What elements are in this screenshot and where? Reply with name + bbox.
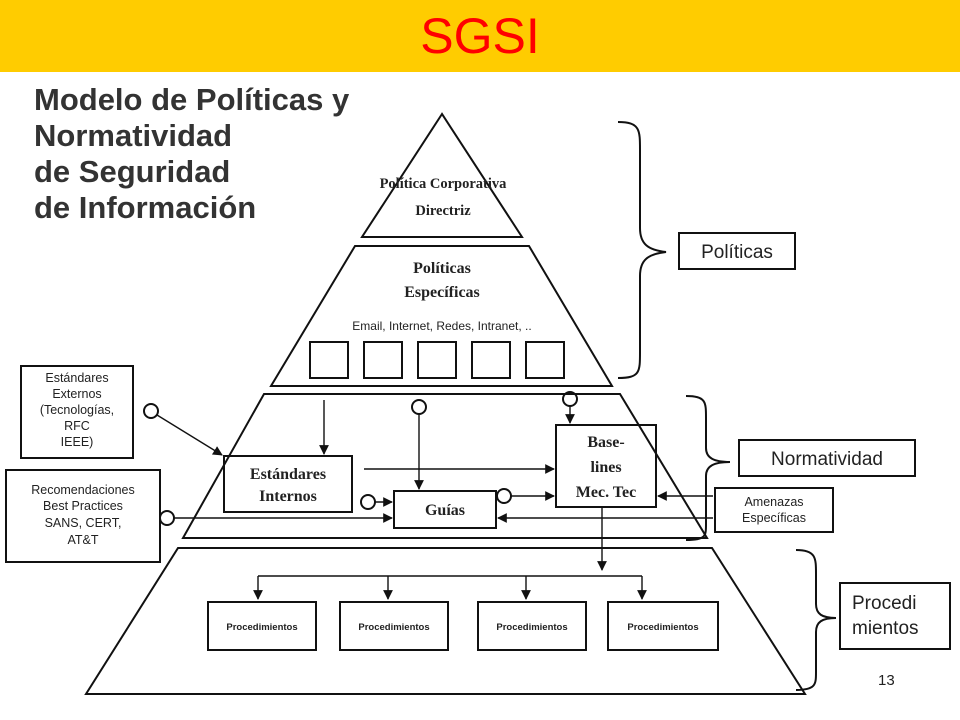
guides-label: Guías (425, 502, 465, 519)
recommendations-line2: Best Practices (43, 499, 123, 513)
tier-specific-policies (269, 245, 614, 387)
procedure-label-2: Procedimientos (358, 622, 429, 633)
diagram-heading: Modelo de Políticas y Normatividad de Se… (34, 82, 349, 226)
side-label-norms-box (738, 439, 916, 477)
arrow-external-to-internal (156, 414, 223, 456)
procedure-box-3 (477, 601, 587, 651)
directive-label: Directriz (415, 203, 471, 219)
recommendations-line3: SANS, CERT, (45, 516, 122, 530)
side-label-policies-box (678, 232, 796, 270)
procedure-label-1: Procedimientos (226, 622, 297, 633)
policy-box-3 (417, 341, 457, 379)
specific-threats-line1: Amenazas (744, 495, 803, 509)
external-standards-line2: Externos (52, 387, 101, 401)
tier-normativity (181, 393, 709, 539)
slide-title: SGSI (420, 8, 540, 64)
page-number: 13 (878, 672, 895, 689)
connector-node-guides-right (496, 488, 512, 504)
heading-line-1: Modelo de Políticas y (34, 82, 350, 117)
baselines-line3: Mec. Tec (576, 484, 636, 501)
procedure-box-4 (607, 601, 719, 651)
procedure-label-4: Procedimientos (627, 622, 698, 633)
tier-corporate-policy (360, 112, 524, 238)
recommendations-line1: Recomendaciones (31, 483, 135, 497)
title-banner (0, 0, 960, 72)
specific-threats-box (714, 487, 834, 533)
side-label-procedures-line1: Procedi (852, 593, 916, 614)
procedure-box-2 (339, 601, 449, 651)
baselines-line2: lines (590, 459, 621, 476)
specific-threats-line2: Específicas (742, 511, 806, 525)
tier-procedures (84, 547, 807, 695)
brace-procedures (795, 549, 837, 691)
external-standards-line3: (Tecnologías, (40, 403, 114, 417)
external-standards-line4: RFC (64, 419, 90, 433)
internal-standards-box (223, 455, 353, 513)
specific-policies-line1: Políticas (413, 260, 471, 277)
external-standards-line5: IEEE) (61, 435, 94, 449)
external-standards-box (20, 365, 134, 459)
policy-examples: Email, Internet, Redes, Intranet, .. (352, 319, 531, 333)
recommendations-line4: AT&T (67, 533, 98, 547)
policy-box-4 (471, 341, 511, 379)
policy-box-5 (525, 341, 565, 379)
side-label-procedures-box (839, 582, 951, 650)
guides-box (393, 490, 497, 529)
side-label-policies: Políticas (701, 242, 773, 263)
policy-box-1 (309, 341, 349, 379)
corporate-policy-label: Política Corporativa (380, 176, 508, 192)
connector-node-guides-top (411, 399, 427, 415)
specific-policies-line2: Específicas (404, 284, 480, 301)
connector-node-internal-right (360, 494, 376, 510)
heading-line-3: de Seguridad (34, 154, 231, 189)
side-label-norms: Normatividad (771, 449, 883, 470)
connector-node-external (143, 403, 159, 419)
heading-line-4: de Información (34, 190, 257, 225)
brace-policies (617, 121, 667, 379)
connector-node-recommendations (159, 510, 175, 526)
policy-box-2 (363, 341, 403, 379)
internal-standards-line2: Internos (259, 488, 317, 505)
internal-standards-line1: Estándares (250, 466, 326, 483)
procedure-box-1 (207, 601, 317, 651)
baselines-line1: Base- (587, 434, 624, 451)
external-standards-line1: Estándares (45, 371, 108, 385)
brace-normativity (685, 395, 731, 541)
baselines-box (555, 424, 657, 508)
heading-line-2: Normatividad (34, 118, 233, 153)
side-label-procedures-line2: mientos (852, 618, 919, 639)
procedure-label-3: Procedimientos (496, 622, 567, 633)
